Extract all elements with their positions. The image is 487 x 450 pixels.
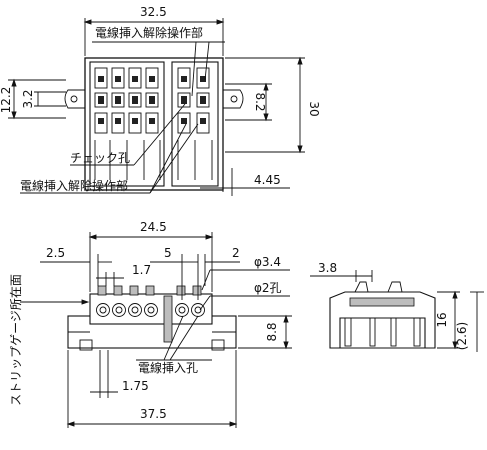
strip-gauge-leader [20,299,90,305]
dim-overall-lines [66,350,238,428]
dim-side-height-lines [437,290,460,350]
side-view-lever-left [354,281,369,293]
dim-right-gap: 2 [232,246,240,260]
label-wire-hole: 電線挿入孔 [138,360,198,375]
dim-left-margin: 2.5 [46,246,65,260]
label-strip-gauge: ストリップゲージ所在面 [9,274,23,406]
dim-side-sub-lines [470,291,484,352]
bottom-release-slots [94,112,210,134]
front-view-divider [163,295,173,343]
wire-holes [96,303,205,317]
front-view: 37.5 24.5 2.5 1.7 [9,220,292,428]
top-view-left-tab [64,89,85,109]
label-release-bottom: 電線挿入解除操作部 [20,178,128,193]
side-view: 3.8 16 (2.6) [310,261,484,352]
dim-offset-lines [200,168,290,196]
top-release-slots [94,67,210,89]
dim-gap: 5 [164,246,172,260]
dim-pitch-lines [96,272,124,286]
dim-front-height: 8.8 [265,322,279,341]
dim-bottom-pitch-lines [90,350,118,398]
label-release-top: 電線挿入解除操作部 [95,25,203,40]
dim-side-top-lines [310,270,373,282]
dim-bottom-pitch: 1.75 [122,379,149,393]
side-view-lever-right [387,281,403,293]
dim-width: 32.5 [140,5,167,19]
top-view: 32.5 30 12.2 3.2 [0,5,321,196]
dim-right-inner-lines [225,82,272,122]
top-label-leaders [20,41,225,194]
dim-phi-small: φ2孔 [254,281,282,295]
check-holes [94,92,210,108]
dim-phi-large: φ3.4 [254,255,281,269]
top-view-body [84,57,224,191]
front-view-upper [89,293,213,325]
dim-left-margin-lines [40,254,112,286]
front-release-tabs [97,285,202,296]
dim-left-inner: 3.2 [21,89,35,108]
dim-width-lines [83,18,225,56]
front-view-feet [68,331,236,351]
dim-offset: 4.45 [254,173,281,187]
top-view-right-tab [223,89,244,109]
dim-right-inner: 8.2 [253,92,267,111]
top-view-left-hole [70,95,78,103]
dim-gap-lines [150,254,240,300]
wire-hole-leader [136,315,212,361]
dim-front-height-lines [238,314,292,350]
dim-height: 30 [307,101,321,116]
dim-left-lines [8,78,66,120]
dim-pitch: 1.7 [132,263,151,277]
label-check-hole: チェック孔 [70,151,130,165]
dim-body: 24.5 [140,220,167,234]
dim-side-sub: (2.6) [455,322,469,350]
dim-side-top: 3.8 [318,261,337,275]
top-view-right-hole [230,95,238,103]
phi-leaders [199,269,290,311]
dim-left-outer: 12.2 [0,87,13,114]
dim-height-lines [225,56,305,154]
dim-overall: 37.5 [140,407,167,421]
dim-side-height: 16 [435,312,449,327]
side-view-rail [349,297,415,307]
